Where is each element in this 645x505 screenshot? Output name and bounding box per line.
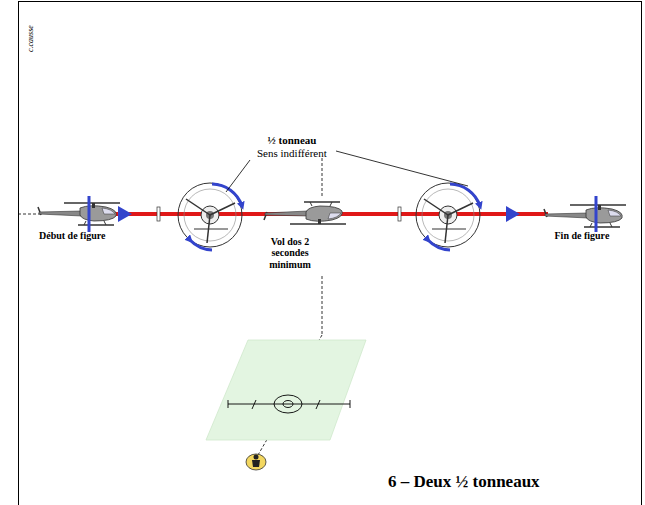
figure-note: ½ tonneau (268, 134, 317, 147)
author-watermark: c.causse (25, 25, 34, 52)
inverted-flight-label: Vol dos 2 secondes minimum (265, 236, 315, 271)
figure-title: 6 – Deux ½ tonneaux (388, 472, 540, 492)
start-label: Début de figure (39, 230, 105, 242)
figure-note: Sens indifférent (257, 147, 327, 160)
end-label: Fin de figure (555, 230, 610, 242)
